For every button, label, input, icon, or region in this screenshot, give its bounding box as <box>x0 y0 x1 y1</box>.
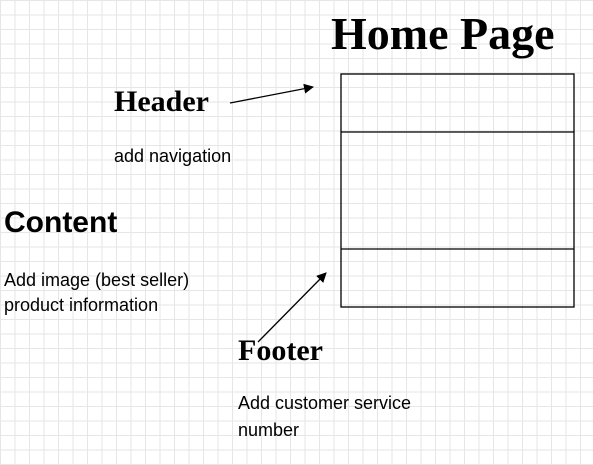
footer-label: Footer <box>238 334 323 367</box>
footer-description-line: number <box>238 420 300 440</box>
header-arrow <box>229 83 314 104</box>
content-description-line: Add image (best seller) <box>4 270 190 290</box>
content-description-line: product information <box>4 295 159 315</box>
footer-arrow <box>257 272 327 343</box>
page-title: Home Page <box>331 8 555 59</box>
page-wireframe-box <box>340 73 575 308</box>
header-label: Header <box>114 85 209 118</box>
header-description: add navigation <box>114 146 232 166</box>
content-label: Content <box>4 206 118 239</box>
footer-description-line: Add customer service <box>238 393 412 413</box>
